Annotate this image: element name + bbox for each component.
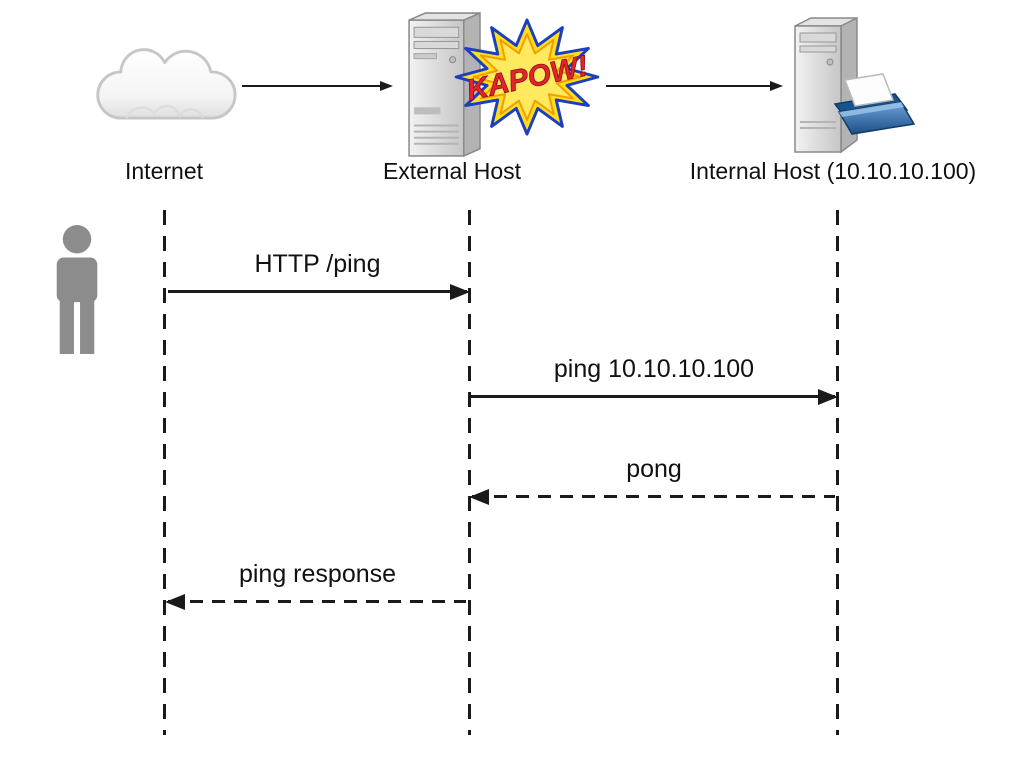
arrow-line bbox=[242, 85, 390, 87]
arrow-line bbox=[168, 290, 467, 293]
message-arrow-http-ping bbox=[166, 283, 470, 301]
arrow-line bbox=[472, 495, 835, 498]
message-label-pong: pong bbox=[626, 455, 682, 483]
person-icon bbox=[56, 225, 98, 354]
message-arrow-pong bbox=[469, 488, 837, 506]
lifeline-internal-host bbox=[836, 210, 839, 735]
kapow-burst-icon: KAPOW! bbox=[454, 18, 600, 136]
lifeline-internet bbox=[163, 210, 166, 735]
cloud-icon bbox=[96, 48, 237, 120]
arrowhead-icon bbox=[380, 81, 393, 91]
arrow-line bbox=[168, 600, 466, 603]
message-label-ping-internal: ping 10.10.10.100 bbox=[553, 355, 755, 383]
arrowhead-icon bbox=[770, 81, 783, 91]
message-label-ping-response: ping response bbox=[238, 560, 397, 588]
message-arrow-ping-internal bbox=[469, 388, 838, 406]
actor-label-internet: Internet bbox=[125, 158, 203, 184]
arrow-line bbox=[606, 85, 780, 87]
arrow-line bbox=[471, 395, 835, 398]
message-label-http-ping: HTTP /ping bbox=[254, 250, 381, 278]
arrowhead-icon bbox=[469, 489, 489, 505]
lifeline-external-host bbox=[468, 210, 471, 735]
arrowhead-icon bbox=[818, 389, 838, 405]
actor-label-external-host: External Host bbox=[382, 158, 522, 184]
message-arrow-ping-response bbox=[165, 593, 468, 611]
arrowhead-icon bbox=[165, 594, 185, 610]
arrowhead-icon bbox=[450, 284, 470, 300]
server-files-icon bbox=[794, 16, 916, 154]
topology-arrow-internet-to-external bbox=[242, 80, 393, 92]
actor-label-internal-host: Internal Host (10.10.10.100) bbox=[689, 158, 977, 184]
topology-arrow-external-to-internal bbox=[606, 80, 783, 92]
